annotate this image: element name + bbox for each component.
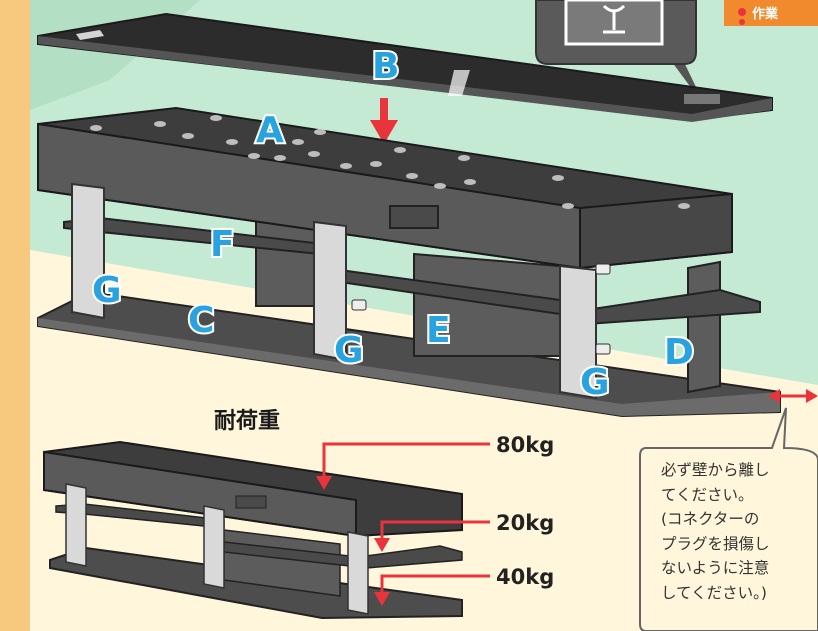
load-arrow-top [316,442,490,490]
wall-distance-warning-text: 必ず壁から離し てください。 (コネクターの プラグを損傷し ないように注意 し… [661,461,770,602]
down-arrow-icon [370,98,398,144]
left-border [0,0,30,631]
load-top-value: 80kg [496,433,554,457]
glass-reflection-2 [448,70,470,96]
glass-top-panel [37,12,773,122]
label-d: D [664,332,694,373]
load-middle-value: 20kg [496,511,554,535]
tv-stand-main [37,106,781,418]
cable-hole-1 [351,299,367,311]
exclamation-icon [738,8,746,25]
part-labels: B A F G C G E D G [90,44,696,405]
top-board-holes [90,115,690,209]
top-board-side [579,192,733,270]
glass-callout [535,0,706,108]
small-post-center [203,505,225,589]
glass-mark [684,94,720,104]
load-capacity-section: 耐荷重 80kg 20kg 40kg [43,409,554,620]
load-arrow-middle [374,520,490,552]
label-f: F [210,224,235,265]
post-right [559,264,597,400]
load-capacity-title: 耐荷重 [214,409,280,434]
small-post-left [65,483,87,567]
small-post-right [347,531,369,615]
cable-hole-2 [595,263,611,275]
cable-hole-3 [595,343,611,355]
label-e: E [426,310,451,351]
label-b: B [372,46,399,87]
label-c: C [188,300,214,341]
top-board-slot [389,205,439,229]
double-arrow-icon [768,389,818,403]
label-g-right: G [580,362,610,403]
label-g-center: G [334,330,364,371]
glass-icon [602,4,626,34]
bottom-board-edge [38,318,780,416]
label-g-left: G [92,270,122,311]
label-a: A [256,110,284,151]
load-bottom-value: 40kg [496,565,554,589]
post-center [313,220,347,362]
load-arrow-bottom [374,574,490,606]
glass-top-edge [38,36,772,122]
work-tag: 作業 [724,0,818,26]
post-left [71,182,105,320]
glass-callout-tail [640,62,706,108]
glass-reflection [76,30,104,40]
work-tag-label: 作業 [752,6,779,22]
small-top-slot [235,495,267,509]
